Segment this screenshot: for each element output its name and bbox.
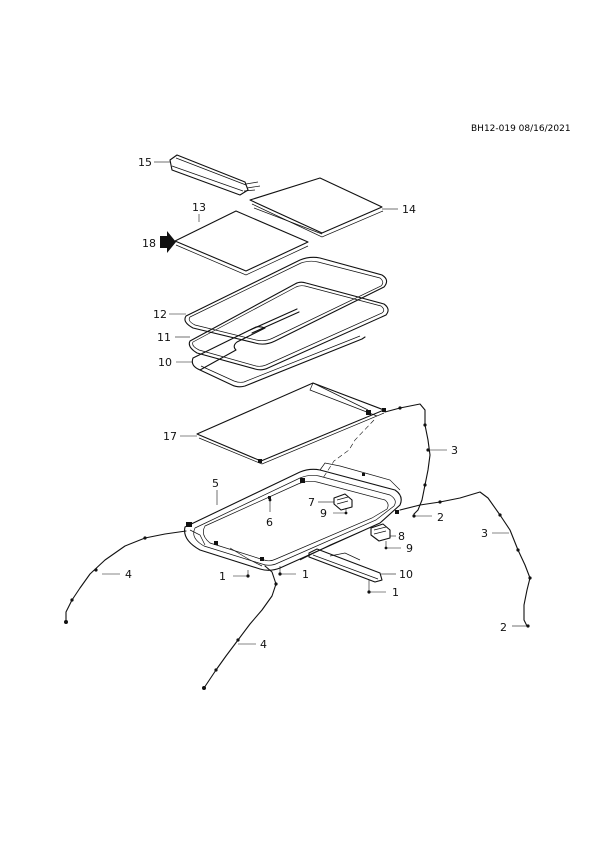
part-7-motor [333,493,353,511]
callout-18: 18 [142,237,156,250]
callout-14: 13 [192,201,206,214]
callout-12: 11 [157,331,171,344]
part-4-drain-tube-lower [202,565,278,690]
callout-1b: 1 [302,568,309,581]
callout-9a: 9 [320,507,327,520]
callout-3a: 3 [451,444,458,457]
callout-13: 12 [153,308,167,321]
callout-1a: 1 [219,570,226,583]
part-14-glass-panel [174,210,309,276]
callout-8: 8 [398,530,405,543]
callout-6: 6 [266,516,273,529]
part-5-sunroof-frame [184,462,402,571]
callout-17: 17 [163,430,177,443]
callout-2a: 2 [437,511,444,524]
part-12-seal [188,281,389,371]
direction-arrow-icon [160,231,176,253]
part-4-drain-tube-left [64,530,187,624]
part-3-drain-tube-right [399,491,532,627]
callout-7: 7 [308,496,315,509]
part-15-glass-panel [249,177,384,238]
callout-3b: 3 [481,527,488,540]
part-13-seal [184,256,388,345]
part-10-deflector [308,548,383,583]
callout-4b: 4 [260,638,267,651]
callout-11: 10 [158,356,172,369]
part-8-motor [370,523,391,542]
callout-2b: 2 [500,621,507,634]
callout-5: 5 [212,477,219,490]
callout-15: 14 [402,203,416,216]
part-16-sunshade-rail [169,154,261,196]
diagram-code: BH12-019 08/16/2021 [471,124,571,134]
callout-16: 15 [138,156,152,169]
callout-10: 10 [399,568,413,581]
callout-4a: 4 [125,568,132,581]
part-17-sunshade [196,382,386,465]
part-11-seal [191,326,366,388]
part-3-drain-tube-upper [384,403,431,515]
callout-1c: 1 [392,586,399,599]
callout-9b: 9 [406,542,413,555]
